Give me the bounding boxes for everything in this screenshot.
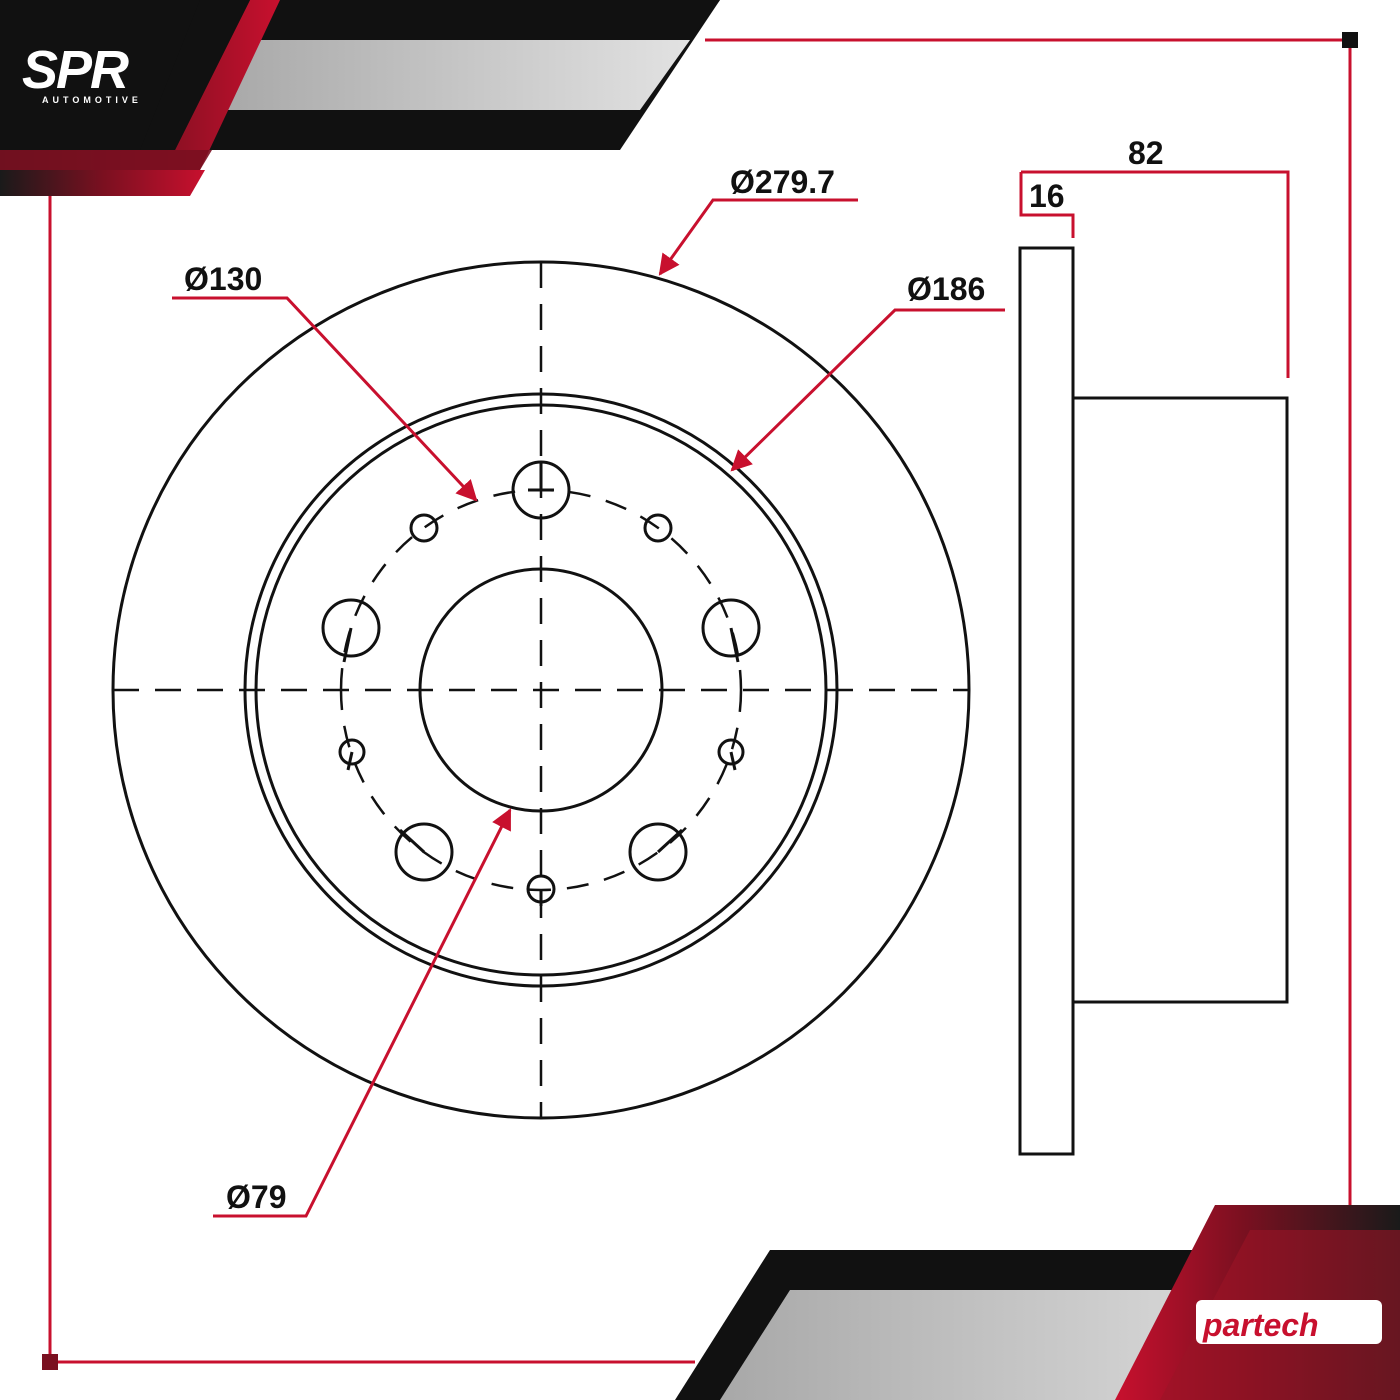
- frame-corner-bottom-left: [42, 1354, 58, 1370]
- label-thickness: 16: [1029, 178, 1065, 214]
- label-height: 82: [1128, 135, 1164, 171]
- lug-hole-upper-right: [701, 598, 761, 658]
- svg-text:partech: partech: [1202, 1307, 1319, 1343]
- lug-hole-lower-right: [628, 822, 688, 882]
- pin-hole-mid-right: [717, 738, 745, 766]
- label-outer-diameter: Ø279.7: [730, 164, 835, 200]
- frame-lines: [48, 38, 1352, 1364]
- partech-logo: partech: [1196, 1300, 1382, 1344]
- header-band: [0, 0, 720, 196]
- pin-hole-upper-left: [409, 513, 439, 543]
- spr-logo: SPR AUTOMOTIVE: [22, 40, 142, 105]
- dimension-leaders: [172, 170, 1290, 1218]
- label-center-bore: Ø79: [226, 1179, 286, 1215]
- lug-hole-lower-left: [394, 822, 454, 882]
- disc-front-view: [111, 260, 971, 1120]
- svg-text:SPR: SPR: [22, 40, 129, 100]
- hat-profile: [1071, 396, 1289, 1004]
- lug-hole-upper-left: [321, 598, 381, 658]
- pin-hole-upper-right: [643, 513, 673, 543]
- frame-corner-top-right: [1342, 32, 1358, 48]
- svg-text:AUTOMOTIVE: AUTOMOTIVE: [42, 95, 142, 105]
- label-hat-diameter: Ø186: [907, 271, 985, 307]
- label-bolt-circle: Ø130: [184, 261, 262, 297]
- pin-hole-mid-left: [338, 738, 366, 766]
- disc-thickness-profile: [1018, 246, 1075, 1156]
- disc-side-view: [1018, 246, 1289, 1156]
